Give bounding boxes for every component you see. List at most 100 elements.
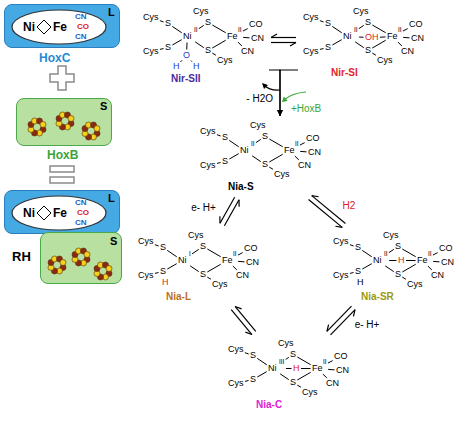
atom-label: S: [365, 18, 371, 27]
bond-line: [238, 261, 244, 263]
atom-label: Cys: [217, 56, 233, 65]
bond-line: [406, 260, 416, 261]
connector-line: [331, 310, 356, 335]
atom-label: Cys: [377, 56, 393, 65]
atom-label: Cys: [353, 7, 369, 16]
atom-label: CO: [244, 244, 258, 253]
bond-line: [402, 277, 406, 279]
bond-line: [428, 266, 432, 270]
atom-label: H: [372, 33, 379, 42]
bond-line: [297, 372, 310, 380]
connector-line: [271, 42, 296, 43]
atom-label: H: [293, 364, 300, 373]
atom-label: CO: [439, 244, 453, 253]
oxidation-state: II: [233, 251, 237, 258]
atom-label: Cys: [188, 231, 204, 240]
bond-line: [286, 368, 292, 369]
atom-label: Cys: [303, 47, 319, 56]
oxidation-state: II: [354, 27, 358, 34]
atom-label: O: [365, 33, 372, 42]
atom-label: H: [173, 62, 180, 71]
atom-label: Cys: [228, 379, 244, 388]
atom-label: S: [160, 243, 166, 252]
atom-label: Cys: [228, 345, 244, 354]
reaction-label: e- H+: [190, 203, 217, 213]
atom-label: Fe: [387, 32, 398, 41]
ellipse-shape: [12, 196, 106, 230]
bond-line: [433, 261, 439, 263]
atom-label: S: [165, 19, 171, 28]
atom-label: CO: [77, 23, 89, 31]
atom-label: Cys: [200, 161, 216, 170]
arrow-barb: [335, 226, 342, 227]
atom-label: CN: [241, 47, 254, 56]
bond-line: [190, 266, 199, 272]
arrow-barb: [353, 310, 355, 317]
atom-label: Cys: [274, 170, 290, 179]
atom-label: CN: [246, 258, 259, 267]
atom-label: Cys: [212, 280, 228, 289]
atom-label: Cys: [407, 280, 423, 289]
atom-label: Ni: [373, 256, 382, 265]
atom-label: CO: [409, 20, 423, 29]
atom-label: CN: [411, 34, 424, 43]
oxidation-state: I: [189, 251, 191, 258]
arrow-barb: [271, 34, 277, 38]
subunit-box: HoxBS: [16, 98, 112, 146]
atom-label: CN: [308, 148, 321, 157]
reaction-label: - H2O: [245, 94, 274, 104]
reaction-label: e- H+: [354, 320, 381, 330]
reaction-label: H2: [342, 201, 357, 211]
atom-label: CN: [75, 33, 87, 41]
atom-label: Ni: [268, 364, 277, 373]
bond-line: [350, 272, 354, 274]
bond-line: [380, 36, 386, 37]
atom-label: Cys: [200, 127, 216, 136]
bond-line: [295, 156, 299, 160]
reaction-arrow: [220, 197, 239, 225]
atom-label: Fe: [53, 21, 67, 33]
subunit-name: HoxC: [39, 52, 70, 64]
subunit-box: HoxCLNiFeCNCOCN: [4, 4, 120, 48]
atom-label: Fe: [312, 364, 323, 373]
atom-label: Cys: [143, 47, 159, 56]
bond-line: [362, 250, 371, 256]
atom-label: S: [325, 43, 331, 52]
bridge-bonds: [37, 20, 51, 34]
molecule-structure: Nia-LCysSCysSCysSCysSNiIFeIICOCNCNH: [135, 228, 262, 305]
connector-line: [312, 196, 346, 224]
atom-label: Cys: [333, 237, 349, 246]
reaction-arrow: [269, 70, 283, 116]
atom-label: Fe: [53, 207, 67, 219]
bond-line: [243, 29, 248, 31]
atom-label: CO: [334, 352, 348, 361]
atom-label: Fe: [222, 256, 233, 265]
bond-line: [372, 53, 376, 55]
ellipse-shape: [12, 10, 106, 44]
cluster-atom: [106, 266, 112, 272]
reaction-arrow: [271, 34, 296, 46]
subunit-letter: S: [110, 236, 117, 247]
atom-label: S: [200, 270, 206, 279]
atom-label: S: [222, 133, 228, 142]
bond-line: [297, 385, 301, 387]
arrow-barb: [290, 43, 296, 47]
atom-label: S: [262, 160, 268, 169]
bond-line: [257, 372, 266, 377]
atom-label: H: [398, 256, 405, 265]
atom-label: CN: [401, 47, 414, 56]
bond-line: [233, 266, 237, 270]
bond-line: [160, 48, 164, 50]
bond-line: [269, 167, 273, 169]
bond-line: [385, 266, 394, 272]
atom-label: CO: [249, 20, 263, 29]
atom-label: S: [165, 43, 171, 52]
atom-label: Fe: [227, 32, 238, 41]
bond-line: [155, 272, 159, 274]
equal-sign: [50, 177, 74, 183]
state-name: Nia-C: [256, 400, 282, 410]
oxidation-state: II: [251, 141, 255, 148]
atom-label: Cys: [303, 13, 319, 22]
bond-line: [245, 380, 249, 382]
oxidation-state: II: [194, 27, 198, 34]
